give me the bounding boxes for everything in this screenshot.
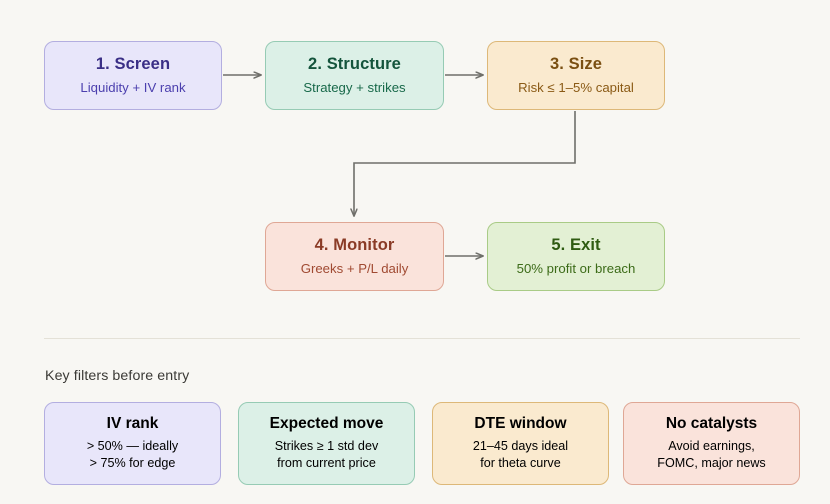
filter-card-expected-move-detail: Strikes ≥ 1 std dev from current price: [275, 438, 379, 471]
flow-node-size[interactable]: 3. Size Risk ≤ 1–5% capital: [487, 41, 665, 110]
filter-card-expected-move-title: Expected move: [269, 415, 384, 433]
flow-node-exit-title: 5. Exit: [551, 236, 601, 255]
filter-card-no-catalysts[interactable]: No catalysts Avoid earnings, FOMC, major…: [623, 402, 800, 485]
flow-node-monitor[interactable]: 4. Monitor Greeks + P/L daily: [265, 222, 444, 291]
filter-card-no-catalysts-line1: Avoid earnings,: [668, 439, 755, 454]
flow-node-structure-subtitle: Strategy + strikes: [303, 80, 406, 96]
flow-node-size-title: 3. Size: [549, 55, 603, 74]
filter-card-no-catalysts-line2: FOMC, major news: [657, 455, 766, 470]
filter-card-dte-window-line1: 21–45 days ideal: [472, 439, 569, 454]
flow-node-exit[interactable]: 5. Exit 50% profit or breach: [487, 222, 665, 291]
flow-node-screen-title: 1. Screen: [95, 55, 171, 74]
filter-card-iv-rank-line2: > 75% for edge: [89, 455, 176, 470]
flow-node-screen-subtitle: Liquidity + IV rank: [80, 80, 186, 96]
flow-node-size-subtitle: Risk ≤ 1–5% capital: [518, 80, 634, 96]
filter-card-dte-window-detail: 21–45 days ideal for theta curve: [473, 438, 568, 471]
filter-card-expected-move-line2: from current price: [277, 455, 376, 470]
filter-card-iv-rank-title: IV rank: [106, 415, 159, 433]
filter-card-iv-rank-line1: > 50% — ideally: [86, 439, 179, 454]
filter-card-dte-window-title: DTE window: [474, 415, 567, 433]
flow-node-monitor-title: 4. Monitor: [314, 236, 395, 255]
filter-card-expected-move-line1: Strikes ≥ 1 std dev: [274, 439, 379, 454]
flow-node-exit-subtitle: 50% profit or breach: [516, 261, 636, 277]
section-divider: [44, 338, 800, 339]
connector-size-to-monitor: [354, 111, 576, 216]
flow-node-screen[interactable]: 1. Screen Liquidity + IV rank: [44, 41, 222, 110]
filter-card-no-catalysts-title: No catalysts: [665, 415, 758, 433]
filter-card-iv-rank[interactable]: IV rank > 50% — ideally > 75% for edge: [44, 402, 221, 485]
flow-node-monitor-subtitle: Greeks + P/L daily: [300, 261, 409, 277]
flow-node-structure[interactable]: 2. Structure Strategy + strikes: [265, 41, 444, 110]
filter-card-expected-move[interactable]: Expected move Strikes ≥ 1 std dev from c…: [238, 402, 415, 485]
filter-card-dte-window[interactable]: DTE window 21–45 days ideal for theta cu…: [432, 402, 609, 485]
filters-heading: Key filters before entry: [45, 368, 190, 384]
filter-card-no-catalysts-detail: Avoid earnings, FOMC, major news: [657, 438, 765, 471]
filter-card-dte-window-line2: for theta curve: [480, 455, 561, 470]
filter-card-iv-rank-detail: > 50% — ideally > 75% for edge: [87, 438, 178, 471]
flow-node-structure-title: 2. Structure: [308, 55, 401, 74]
